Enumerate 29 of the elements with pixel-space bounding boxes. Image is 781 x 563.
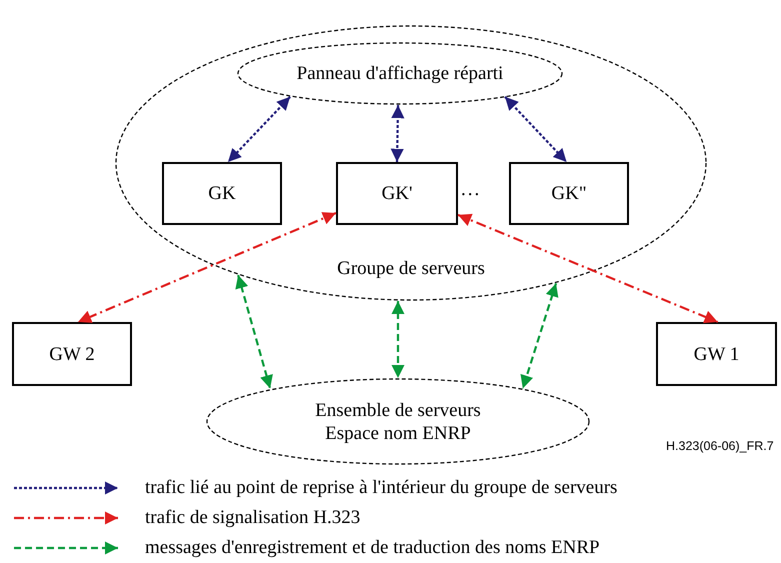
arrow (391, 301, 405, 378)
gateway-box (12, 322, 132, 386)
arrow (78, 212, 336, 324)
arrow (520, 283, 558, 389)
legend-text: trafic de signalisation H.323 (145, 506, 360, 529)
arrow (390, 104, 404, 162)
node-label: Groupe de serveurs (336, 257, 486, 280)
node-label: GW 2 (49, 342, 95, 366)
node-label: GW 1 (694, 342, 740, 366)
node-label: GK" (551, 182, 587, 205)
namespace-ellipse (206, 378, 590, 465)
arrow (227, 96, 291, 163)
group-ellipse (115, 25, 707, 301)
legend-text: messages d'enregistrement et de traduction des noms ENRP (145, 536, 600, 559)
node-label: GK' (382, 182, 412, 205)
node-label: GK (208, 182, 236, 205)
arrow (458, 214, 718, 324)
gatekeeper-box (336, 162, 458, 225)
figure-code: H.323(06-06)_FR.7 (666, 440, 774, 454)
gatekeeper-box (162, 162, 282, 225)
arrow (235, 274, 273, 389)
node-label: Ensemble de serveurs Espace nom ENRP (314, 398, 482, 444)
legend-text: trafic lié au point de reprise à l'intérieur du groupe de serveurs (145, 476, 618, 499)
display-ellipse (237, 42, 563, 105)
arrow (504, 96, 568, 163)
ellipsis-text: ... (461, 180, 482, 201)
gateway-box (656, 322, 777, 386)
gatekeeper-box (509, 162, 629, 225)
node-label: Panneau d'affichage réparti (296, 62, 504, 85)
